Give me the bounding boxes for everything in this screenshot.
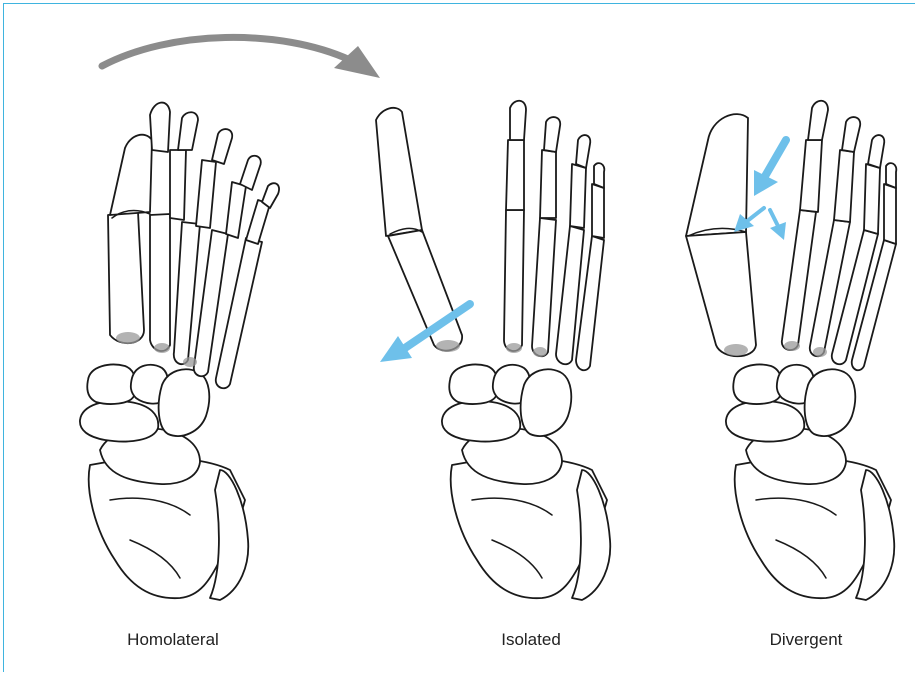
foot-homolateral [80, 103, 279, 600]
label-homolateral: Homolateral [127, 630, 219, 650]
foot-isolated [376, 101, 610, 600]
direction-arrow [102, 37, 380, 78]
foot-divergent [686, 101, 896, 600]
label-divergent: Divergent [770, 630, 843, 650]
label-isolated: Isolated [501, 630, 561, 650]
